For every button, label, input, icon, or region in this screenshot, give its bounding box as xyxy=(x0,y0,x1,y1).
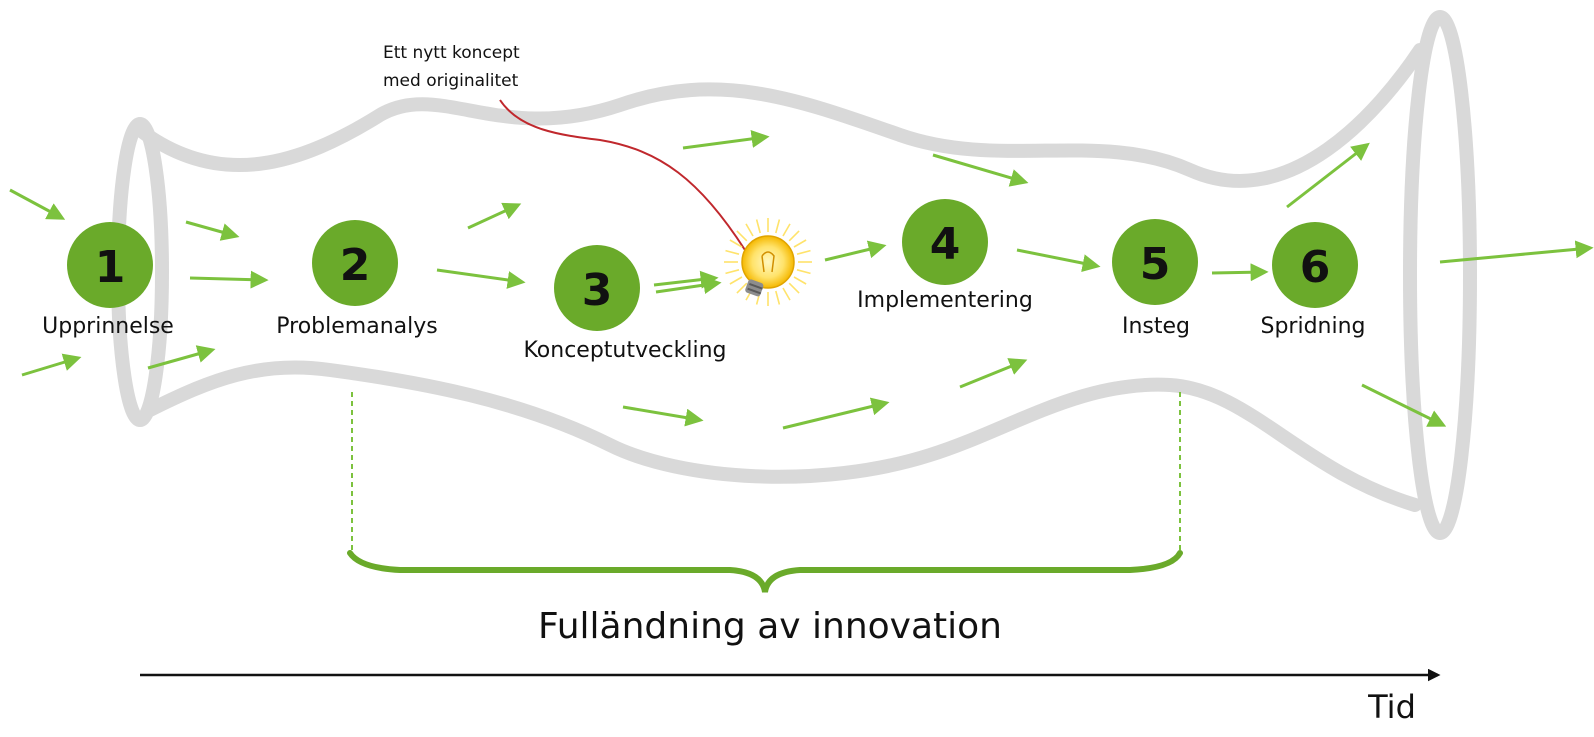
stage-5-number: 5 xyxy=(1140,239,1171,290)
tube-top-edge xyxy=(133,43,1427,188)
flow-arrow xyxy=(824,240,887,262)
callout-line xyxy=(499,99,746,251)
flow-arrow xyxy=(959,358,1028,389)
stage-2: 2 Problemanalys xyxy=(276,220,438,339)
stage-2-circle xyxy=(312,220,398,306)
flow-arrow xyxy=(1016,248,1101,273)
flow-arrow xyxy=(185,220,240,241)
flow-arrow xyxy=(932,153,1029,187)
flow-arrow xyxy=(1211,263,1269,282)
flow-arrow xyxy=(147,345,216,370)
time-axis-label: Tid xyxy=(1367,688,1416,726)
completion-bracket: Fulländning av innovation xyxy=(347,392,1183,647)
lightbulb-icon xyxy=(724,218,812,306)
stage-3-circle xyxy=(554,245,640,331)
stage-4-circle xyxy=(902,199,988,285)
flow-arrow xyxy=(467,202,522,230)
bulb-ray xyxy=(796,269,811,275)
stage-5: 5 Insteg xyxy=(1112,219,1198,339)
stage-4-number: 4 xyxy=(930,219,961,270)
stage-1-label: Upprinnelse xyxy=(42,314,174,339)
bulb-ray xyxy=(755,219,761,234)
bulb-ray xyxy=(793,239,807,248)
bulb-ray xyxy=(725,249,740,255)
bulb-ray xyxy=(796,249,811,255)
flow-arrow xyxy=(1286,142,1370,209)
bulb-ray xyxy=(736,282,748,294)
stage-3-label: Konceptutveckling xyxy=(523,338,726,363)
bulb-ray xyxy=(782,287,791,301)
bulb-ray xyxy=(793,276,807,285)
bulb-ray xyxy=(745,223,754,237)
stage-4-label: Implementering xyxy=(857,288,1033,313)
flow-arrow xyxy=(782,397,890,430)
stage-4: 4 Implementering xyxy=(857,199,1033,313)
stage-1-circle xyxy=(67,222,153,308)
stage-6-number: 6 xyxy=(1300,242,1331,293)
flow-arrow xyxy=(189,270,269,289)
flow-arrow xyxy=(436,268,526,289)
flow-arrow xyxy=(1439,240,1594,264)
bulb-ray xyxy=(788,282,800,294)
bulb-ray xyxy=(775,290,781,305)
stage-5-label: Insteg xyxy=(1122,314,1190,339)
flow-arrow xyxy=(9,188,66,220)
stage-2-number: 2 xyxy=(340,240,371,291)
flow-arrow xyxy=(1361,383,1447,427)
stage-1-number: 1 xyxy=(95,242,126,293)
stage-6-label: Spridning xyxy=(1260,314,1365,339)
bulb-ray xyxy=(775,219,781,234)
time-axis: Tid xyxy=(140,668,1441,726)
flow-arrows xyxy=(9,129,1594,430)
stage-6: 6 Spridning xyxy=(1260,222,1366,339)
bracket-label: Fulländning av innovation xyxy=(538,606,1002,647)
tube-bottom-edge xyxy=(143,360,1422,512)
bulb-ray xyxy=(729,239,743,248)
flow-arrow xyxy=(622,405,704,427)
tube-right-rim xyxy=(1403,10,1477,540)
bracket-brace xyxy=(347,550,1183,593)
callout-line-1: Ett nytt koncept xyxy=(383,43,520,63)
stage-1: 1 Upprinnelse xyxy=(42,222,174,339)
stage-2-label: Problemanalys xyxy=(276,314,437,339)
stage-3-number: 3 xyxy=(582,265,613,316)
callout-line-2: med originalitet xyxy=(383,71,519,91)
bulb-ray xyxy=(729,276,743,285)
flow-arrow xyxy=(682,129,770,150)
stage-5-circle xyxy=(1112,219,1198,305)
stage-3: 3 Konceptutveckling xyxy=(523,245,727,363)
bulb-ray xyxy=(736,230,748,242)
stage-6-circle xyxy=(1272,222,1358,308)
bulb-ray xyxy=(725,269,740,275)
bulb-ray xyxy=(788,230,800,242)
flow-arrow xyxy=(655,276,722,294)
flow-arrow xyxy=(21,353,82,377)
bulb-ray xyxy=(782,223,791,237)
